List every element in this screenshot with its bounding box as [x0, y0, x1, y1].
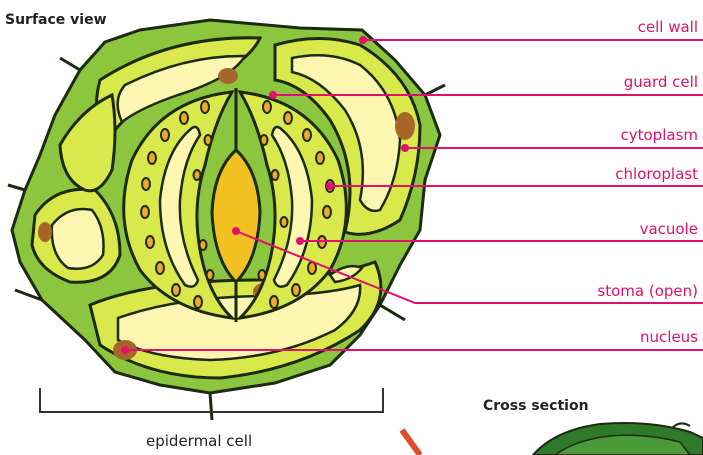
label-nucleus: nucleus [640, 328, 698, 346]
label-cytoplasm: cytoplasm [621, 126, 699, 144]
cross-section-heading: Cross section [483, 398, 589, 414]
label-cell-wall: cell wall [638, 18, 698, 36]
label-stoma-open: stoma (open) [597, 282, 698, 300]
epidermal-cell-caption: epidermal cell [146, 432, 252, 450]
surface-view-heading: Surface view [5, 12, 107, 28]
label-chloroplast: chloroplast [615, 165, 698, 183]
label-guard-cell: guard cell [624, 73, 698, 91]
cross-section-drawing [533, 423, 703, 455]
label-vacuole: vacuole [640, 220, 698, 238]
cross-section-arrow [402, 430, 420, 455]
